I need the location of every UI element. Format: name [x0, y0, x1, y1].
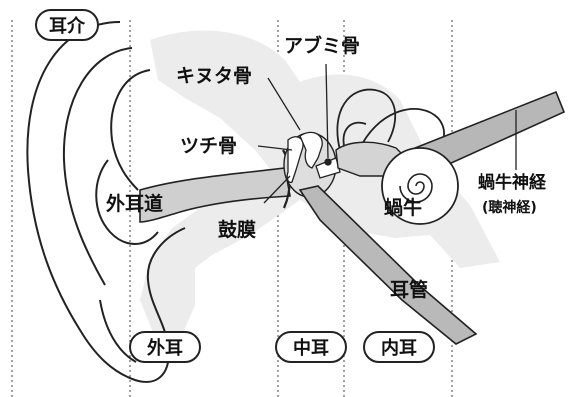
- label-auditory-nerve: (聴神経): [482, 199, 537, 216]
- pill-inner-ear-shape: [363, 331, 435, 363]
- pill-pinna-label: 耳介: [49, 15, 86, 37]
- leader-malleus: [257, 145, 293, 151]
- label-eustachian-tube: 耳管: [390, 278, 428, 301]
- eustachian-tube: [298, 185, 478, 345]
- pinna-concha: [95, 159, 159, 245]
- leader-eardrum: [263, 175, 291, 204]
- pill-outer-ear-label: 外耳: [147, 337, 183, 359]
- pill-outer-ear-shape: [129, 331, 201, 363]
- leader-stapes: [325, 63, 329, 159]
- pill-middle-ear-shape: [275, 331, 347, 363]
- pill-inner-ear-label: 内耳: [381, 337, 417, 359]
- pill-inner-ear: 内耳: [363, 331, 435, 363]
- pill-pinna: 耳介: [35, 9, 99, 41]
- pinna-antihelix: [110, 69, 151, 191]
- incus-bone: [299, 131, 323, 169]
- label-cochlear-nerve: 蝸牛神経: [478, 172, 547, 193]
- label-eardrum: 鼓膜: [218, 218, 256, 241]
- cochlea: [381, 147, 459, 225]
- malleus-bone: [286, 136, 304, 184]
- cochlea-spiral: [399, 173, 433, 203]
- stapes-footplate-dot: [324, 158, 332, 166]
- leader-incus: [267, 77, 301, 131]
- pill-pinna-shape: [35, 9, 99, 41]
- pinna-lobe: [99, 299, 137, 363]
- pill-middle-ear-label: 中耳: [293, 337, 329, 359]
- pill-outer-ear: 外耳: [129, 331, 201, 363]
- label-ear-canal: 外耳道: [106, 192, 163, 215]
- pinna-inner-fold: [62, 47, 133, 286]
- pill-middle-ear: 中耳: [275, 331, 347, 363]
- ear-canal: [139, 167, 291, 223]
- label-cochlea: 蝸牛: [384, 196, 422, 219]
- label-incus: キヌタ骨: [176, 65, 252, 87]
- label-stapes: アブミ骨: [284, 34, 360, 57]
- cochlea-shell: [381, 147, 459, 225]
- semicircular-canal-1: [336, 88, 396, 151]
- leader-lines: [257, 63, 517, 204]
- pinna-outer-outline: [26, 21, 186, 383]
- pinna: [26, 21, 186, 383]
- ossicles: [286, 131, 341, 184]
- label-malleus: ツチ骨: [180, 135, 237, 157]
